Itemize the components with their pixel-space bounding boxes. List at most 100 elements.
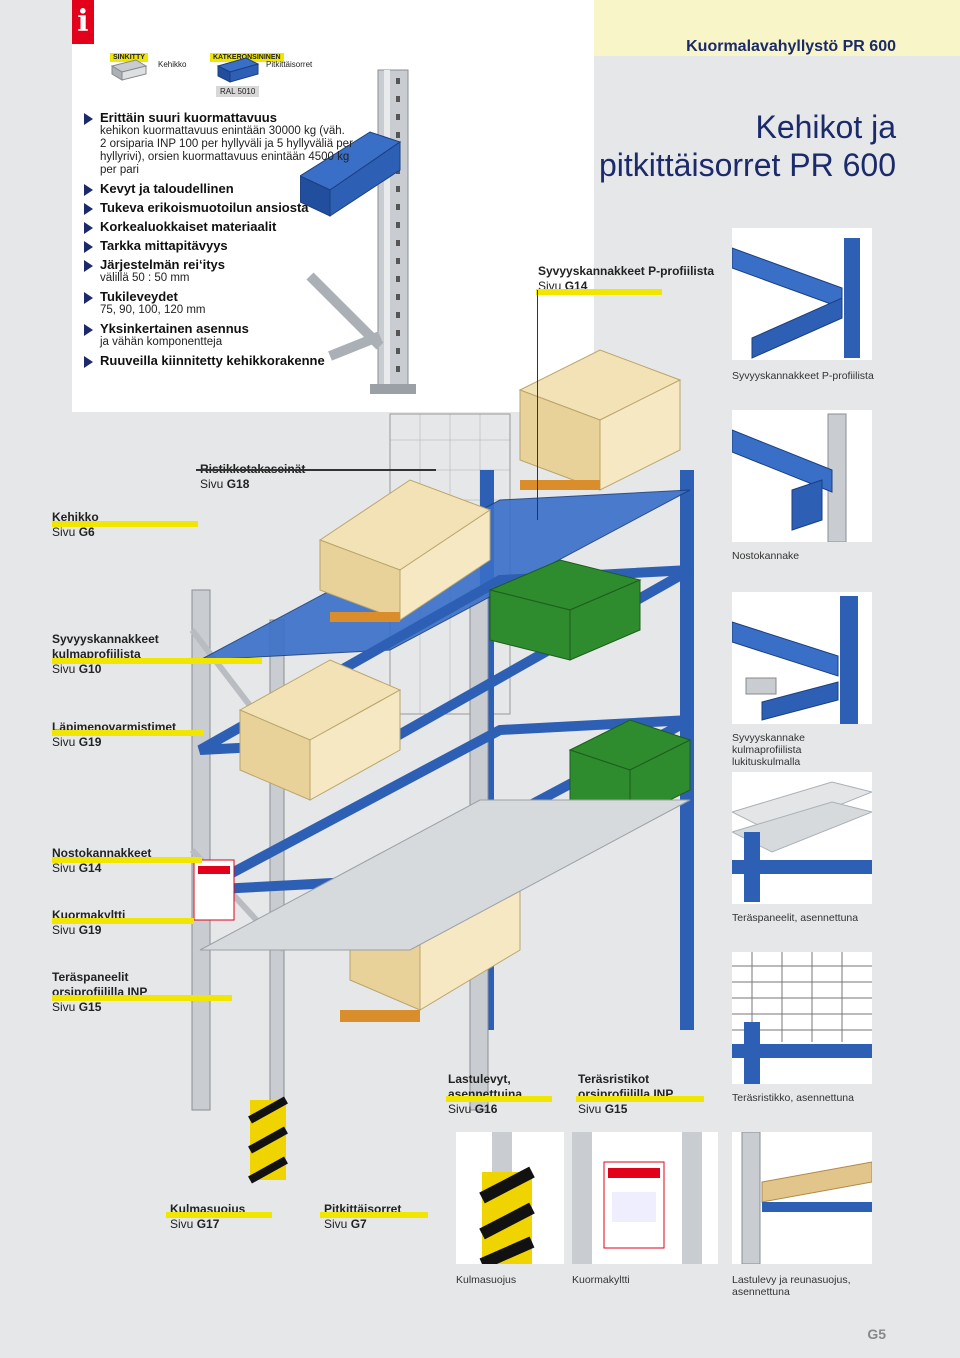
feature-item: Tukeva erikoismuotoilun ansiosta bbox=[84, 200, 354, 215]
label-mesh-backwall: Ristikkotakaseinät Sivu G18 bbox=[200, 462, 305, 492]
bullet-arrow-icon bbox=[84, 241, 93, 253]
label-title: Nostokannakkeet bbox=[52, 846, 152, 860]
thumb-caption: Teräsristikko, asennettuna bbox=[732, 1092, 854, 1104]
label-page-ref: Sivu G7 bbox=[324, 1217, 367, 1231]
label-steel-grid: Teräsristikot orsiprofiililla INP Sivu G… bbox=[578, 1072, 688, 1117]
title-line: pitkittäisorret PR 600 bbox=[598, 147, 896, 183]
label-page-ref: Sivu G17 bbox=[170, 1217, 220, 1231]
thumb-depth-beam-angle bbox=[732, 592, 872, 724]
ral-label: RAL 5010 bbox=[216, 86, 260, 97]
label-frame: Kehikko Sivu G6 bbox=[52, 510, 99, 540]
feature-heading: Tukileveydet bbox=[100, 289, 178, 304]
feature-item: Tarkka mittapitävyys bbox=[84, 238, 354, 253]
highlight-bar bbox=[536, 289, 662, 295]
bullet-arrow-icon bbox=[84, 356, 93, 368]
label-title: Kehikko bbox=[52, 510, 99, 524]
feature-item: Kevyt ja taloudellinen bbox=[84, 181, 354, 196]
header-yellow-band bbox=[594, 0, 960, 56]
label-depth-beam-p: Syvyyskannakkeet P-profiilista Sivu G14 bbox=[538, 264, 714, 294]
swatch-part: Pitkittäisorret bbox=[266, 60, 313, 69]
label-steel-panels: Teräspaneelit orsiprofiililla INP Sivu G… bbox=[52, 970, 162, 1015]
thumb-caption: Lastulevy ja reunasuojus, asennettuna bbox=[732, 1274, 851, 1298]
feature-detail: ja vähän komponentteja bbox=[100, 336, 223, 348]
label-page-ref: Sivu G19 bbox=[52, 923, 102, 937]
highlight-bar bbox=[52, 857, 202, 863]
thumb-depth-beam-p bbox=[732, 228, 872, 360]
thumb-lift-bracket bbox=[732, 410, 872, 542]
highlight-bar bbox=[52, 521, 198, 527]
pallet-rack-illustration bbox=[189, 349, 694, 1184]
highlight-bar bbox=[320, 1212, 428, 1218]
bullet-arrow-icon bbox=[84, 260, 93, 272]
feature-heading: Ruuveilla kiinnitetty kehikkorakenne bbox=[100, 353, 325, 368]
feature-item: Korkealuokkaiset materiaalit bbox=[84, 219, 354, 234]
thumb-caption: Syvyyskannake kulmaprofiilista lukitusku… bbox=[732, 732, 805, 768]
leader-line bbox=[537, 290, 538, 520]
feature-heading: Erittäin suuri kuormattavuus bbox=[100, 110, 277, 125]
bullet-arrow-icon bbox=[84, 324, 93, 336]
feature-heading: Kevyt ja taloudellinen bbox=[100, 181, 234, 196]
info-icon: i bbox=[72, 0, 94, 44]
beam-part-icon bbox=[216, 57, 260, 83]
label-page-ref: Sivu G19 bbox=[52, 735, 102, 749]
highlight-bar bbox=[52, 918, 194, 924]
highlight-bar bbox=[52, 658, 262, 664]
swatch-blue: KATKERONSININEN bbox=[210, 46, 284, 64]
bullet-arrow-icon bbox=[84, 222, 93, 234]
label-lift-bracket: Nostokannakkeet Sivu G14 bbox=[52, 846, 151, 876]
thumb-caption: Syvyyskannakkeet P-profiilista bbox=[732, 370, 874, 382]
title-line: Kehikot ja bbox=[755, 109, 896, 145]
feature-detail: 75, 90, 100, 120 mm bbox=[100, 304, 206, 316]
thumb-caption: Kulmasuojus bbox=[456, 1274, 517, 1286]
thumb-caption: Kuormakyltti bbox=[572, 1274, 630, 1286]
galvanized-part-icon bbox=[110, 59, 148, 81]
label-title: Syvyyskannakkeet kulmaprofiilista bbox=[52, 632, 159, 661]
feature-item: Ruuveilla kiinnitetty kehikkorakenne bbox=[84, 353, 354, 368]
label-page-ref: Sivu G14 bbox=[52, 861, 102, 875]
bullet-arrow-icon bbox=[84, 203, 93, 215]
feature-heading: Tarkka mittapitävyys bbox=[100, 238, 228, 253]
label-page-ref: Sivu G15 bbox=[52, 1000, 102, 1014]
label-depth-beam-angle: Syvyyskannakkeet kulmaprofiilista Sivu G… bbox=[52, 632, 172, 677]
feature-heading: Korkealuokkaiset materiaalit bbox=[100, 219, 277, 234]
label-page-ref: Sivu G6 bbox=[52, 525, 95, 539]
thumb-caption: Nostokannake bbox=[732, 550, 800, 562]
upright-illustration bbox=[300, 69, 416, 394]
label-title: Syvyyskannakkeet P-profiilista bbox=[538, 264, 715, 278]
page-number: G5 bbox=[867, 1326, 886, 1342]
bullet-arrow-icon bbox=[84, 184, 93, 196]
swatch-label: KATKERONSININEN bbox=[210, 53, 284, 62]
feature-detail: välillä 50 : 50 mm bbox=[100, 272, 190, 284]
label-page-ref: Sivu G10 bbox=[52, 662, 102, 676]
swatch-galvanized: SINKITTY bbox=[110, 46, 148, 64]
leader-line bbox=[196, 469, 436, 471]
thumb-corner-guard bbox=[456, 1132, 564, 1264]
corner-guard-icon bbox=[248, 1096, 288, 1184]
page-title: Kehikot ja pitkittäisorret PR 600 bbox=[540, 108, 896, 184]
feature-heading: Tukeva erikoismuotoilun ansiosta bbox=[100, 200, 309, 215]
label-chipboard: Lastulevyt, asennettuina Sivu G16 bbox=[448, 1072, 548, 1117]
thumb-load-sign bbox=[572, 1132, 718, 1264]
highlight-bar bbox=[576, 1096, 704, 1102]
series-title: Kuormalavahyllystö PR 600 bbox=[686, 38, 896, 55]
label-page-ref: Sivu G18 bbox=[200, 477, 250, 491]
thumb-steel-panels bbox=[732, 772, 872, 904]
highlight-bar bbox=[166, 1212, 272, 1218]
label-page-ref: Sivu G15 bbox=[578, 1102, 628, 1116]
thumb-chipboard bbox=[732, 1132, 872, 1264]
highlight-bar bbox=[446, 1096, 552, 1102]
bullet-arrow-icon bbox=[84, 113, 93, 125]
label-page-ref: Sivu G16 bbox=[448, 1102, 498, 1116]
feature-heading: Järjestelmän rei‘itys bbox=[100, 257, 226, 272]
bullet-arrow-icon bbox=[84, 292, 93, 304]
highlight-bar bbox=[52, 730, 204, 736]
swatch-part: Kehikko bbox=[158, 60, 187, 69]
thumb-steel-grid bbox=[732, 952, 872, 1084]
highlight-bar bbox=[52, 995, 232, 1001]
swatch-label: SINKITTY bbox=[110, 53, 148, 62]
